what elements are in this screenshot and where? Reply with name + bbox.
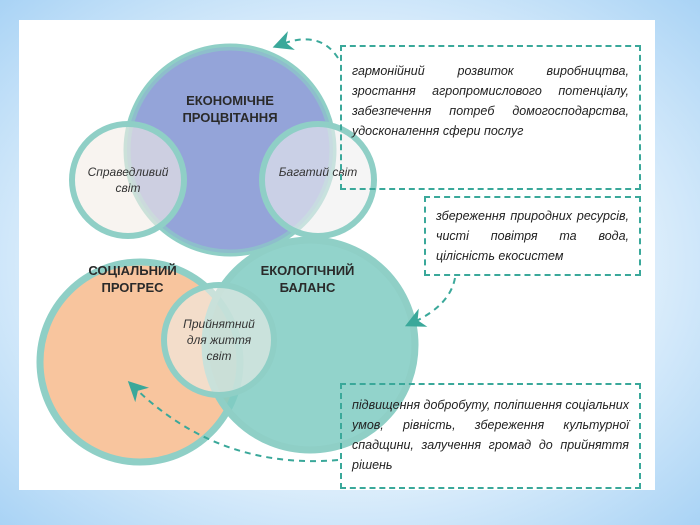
social-description-box: підвищення добробуту, поліпшення соціаль…: [340, 383, 641, 489]
livable-world-label: Прийнятний для життя світ: [183, 317, 255, 363]
arrow-to-economic: [272, 31, 339, 59]
rich-world-label: Багатий світ: [278, 165, 358, 179]
rich-world-circle: [259, 121, 377, 239]
social-label: СОЦІАЛЬНИЙ ПРОГРЕС: [88, 263, 177, 295]
economic-label: ЕКОНОМІЧНЕ ПРОЦВІТАННЯ: [182, 93, 278, 125]
ecological-label: ЕКОЛОГІЧНИЙ БАЛАНС: [260, 263, 355, 295]
arrow-to-social: [127, 381, 339, 463]
livable-world-circle: [161, 282, 277, 398]
ecological-description-box: збереження природних ресурсів, чисті пов…: [424, 196, 641, 276]
economic-description-box: гармонійний розвиток виробництва, зроста…: [340, 45, 641, 190]
just-world-label: Справедливий світ: [87, 165, 169, 195]
just-world-circle: [69, 121, 187, 239]
arrow-to-ecological: [404, 277, 456, 327]
